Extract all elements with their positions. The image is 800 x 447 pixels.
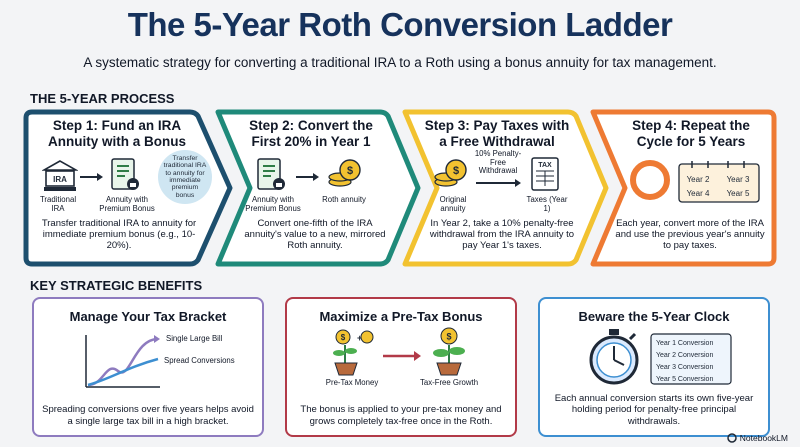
calendar-year-3: Year 3 (727, 175, 750, 184)
step-1-label-ira: Traditional IRA (39, 195, 77, 213)
label-single-large-bill: Single Large Bill (166, 334, 223, 343)
repeat-cycle-icon (630, 160, 670, 200)
step-1-bubble: Transfer traditional IRA to annuity for … (158, 150, 212, 204)
step-1-label-annuity: Annuity with Premium Bonus (99, 195, 155, 213)
benefit-card-tax-bracket: Manage Your Tax Bracket Single Large Bil… (32, 297, 264, 437)
arrow-right-icon (383, 351, 421, 361)
benefits-heading: KEY STRATEGIC BENEFITS (30, 278, 203, 293)
dollar-sign: $ (453, 165, 459, 177)
calendar-icon: Year 2 Year 3 Year 4 Year 5 (678, 161, 760, 203)
bank-icon: IRA (42, 160, 78, 191)
benefit-card-title: Beware the 5-Year Clock (578, 309, 730, 324)
step-1-description: Transfer traditional IRA to annuity for … (41, 218, 197, 251)
growth-plant-icon: $ (433, 327, 465, 376)
conversion-year-3: Year 3 Conversion (656, 364, 713, 371)
svg-text:$: $ (446, 332, 451, 342)
arrow-right-icon (80, 173, 103, 181)
step-3-label-taxes: Taxes (Year 1) (526, 195, 568, 213)
step-4-title: Step 4: Repeat the Cycle for 5 Years (632, 118, 750, 150)
step-3-title: Step 3: Pay Taxes with a Free Withdrawal (424, 118, 570, 150)
conversion-year-1: Year 1 Conversion (656, 340, 713, 347)
money-plant-icon: $ + (333, 329, 374, 376)
svg-text:$: $ (341, 333, 346, 342)
calendar-year-5: Year 5 (727, 189, 750, 198)
calendar-year-2: Year 2 (687, 175, 710, 184)
step-3-chevron (402, 109, 609, 267)
step-1-title: Step 1: Fund an IRA Annuity with a Bonus (48, 118, 186, 150)
benefit-card-description: Spreading conversions over five years he… (42, 404, 254, 427)
bank-icon-text: IRA (53, 175, 67, 184)
benefit-card-description: Each annual conversion starts its own fi… (554, 392, 754, 427)
brand-logo: NotebookLM (727, 433, 788, 443)
tax-form-icon-text: TAX (538, 162, 552, 169)
calendar-year-4: Year 4 (687, 189, 710, 198)
roth-annuity-coins-icon: $ (328, 159, 361, 187)
annuity-document-icon (257, 158, 285, 190)
page-title: The 5-Year Roth Conversion Ladder (127, 6, 673, 43)
conversion-calendar-icon: Year 1 Conversion Year 2 Conversion Year… (650, 333, 732, 385)
brand-name: NotebookLM (739, 433, 788, 443)
step-3-label-withdrawal: 10% Penalty-Free Withdrawal (474, 149, 522, 176)
notebooklm-icon (727, 433, 737, 443)
step-2-chevron (215, 109, 421, 267)
step-2-label-annuity: Annuity with Premium Bonus (245, 195, 301, 213)
process-heading: THE 5-YEAR PROCESS (30, 91, 175, 106)
dollar-sign: $ (347, 165, 353, 177)
benefit-card-title: Maximize a Pre-Tax Bonus (319, 309, 483, 324)
benefit-card-pretax-bonus: Maximize a Pre-Tax Bonus $ + $ Pre-Tax M… (285, 297, 517, 437)
arrow-right-icon (476, 179, 521, 187)
tax-curve-chart-icon (85, 335, 160, 388)
label-tax-free-growth: Tax-Free Growth (419, 378, 479, 387)
benefit-card-five-year-clock: Beware the 5-Year Clock Year 1 Conversio… (538, 297, 770, 437)
step-2-title: Step 2: Convert the First 20% in Year 1 (249, 118, 373, 150)
annuity-document-icon (111, 158, 139, 190)
benefit-card-title: Manage Your Tax Bracket (69, 309, 227, 324)
step-2-label-roth: Roth annuity (322, 195, 366, 204)
step-2-description: Convert one-fifth of the IRA annuity's v… (244, 218, 386, 251)
arrow-right-icon (296, 173, 319, 181)
page-subtitle: A systematic strategy for converting a t… (83, 55, 717, 70)
tax-form-icon: TAX (531, 157, 559, 191)
step-3-description: In Year 2, take a 10% penalty-free withd… (429, 218, 575, 251)
benefit-card-description: The bonus is applied to your pre-tax mon… (300, 404, 502, 427)
svg-text:+: + (357, 333, 362, 343)
conversion-year-2: Year 2 Conversion (656, 352, 713, 359)
conversion-year-5: Year 5 Conversion (656, 376, 713, 383)
label-spread-conversions: Spread Conversions (164, 356, 235, 365)
original-annuity-coins-icon: $ (434, 159, 467, 187)
step-4-description: Each year, convert more of the IRA and u… (615, 218, 765, 251)
step-3-label-original: Original annuity (439, 195, 467, 213)
label-pre-tax-money: Pre-Tax Money (325, 378, 379, 387)
stopwatch-icon (589, 329, 639, 385)
